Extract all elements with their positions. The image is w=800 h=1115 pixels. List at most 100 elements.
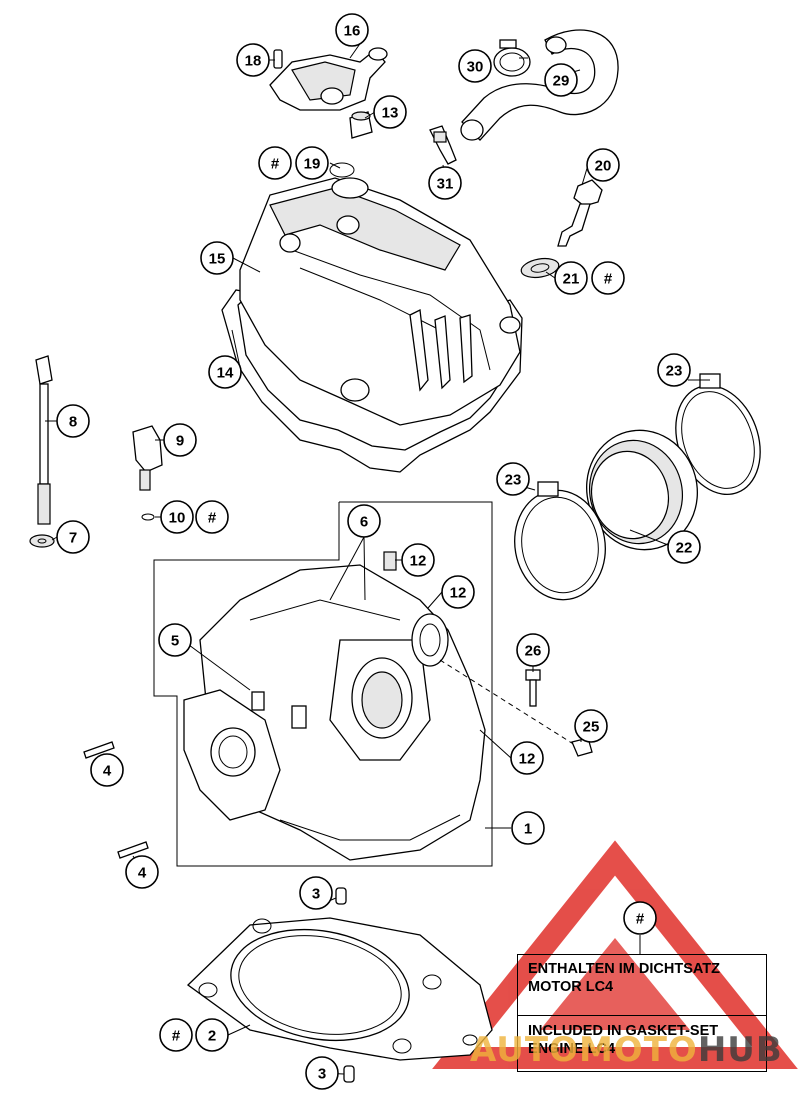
callout-4-upper: 4 [90, 753, 124, 787]
svg-text:14: 14 [217, 365, 234, 382]
callout-29: 29 [544, 63, 578, 97]
callout-13: 13 [373, 95, 407, 129]
callout-31: 31 [428, 166, 462, 200]
svg-text:23: 23 [666, 363, 683, 380]
svg-text:9: 9 [176, 433, 184, 450]
svg-text:16: 16 [344, 23, 361, 40]
callout-14: 14 [208, 355, 242, 389]
svg-text:1: 1 [524, 821, 532, 838]
callout-25: 25 [574, 709, 608, 743]
dowel-3-lower [343, 1065, 355, 1083]
watermark-part2: HUB [697, 1030, 783, 1070]
legend-line-en-2: ENGINE LC4 [528, 1041, 616, 1057]
svg-text:22: 22 [676, 540, 693, 557]
dowel-4-upper [83, 741, 115, 759]
clamp-23-lower [514, 481, 606, 601]
svg-text:29: 29 [553, 73, 570, 90]
o-ring-19 [329, 162, 355, 178]
sensor-9 [132, 425, 163, 491]
head-gasket [186, 917, 493, 1061]
callout-3-lower: 3 [305, 1056, 339, 1090]
svg-text:18: 18 [245, 53, 262, 70]
stud-8 [35, 355, 53, 525]
washer-7 [29, 534, 55, 548]
callout-22: 22 [667, 530, 701, 564]
callout-21: 21 [554, 261, 588, 295]
bolt-20 [557, 179, 603, 247]
callout-12-b: 12 [441, 575, 475, 609]
sensor-31 [429, 125, 457, 165]
callout-4-lower: 4 [125, 855, 159, 889]
svg-text:12: 12 [410, 553, 427, 570]
svg-text:3: 3 [318, 1066, 326, 1083]
svg-text:25: 25 [583, 719, 600, 736]
callout-2: 2 [195, 1018, 229, 1052]
svg-text:7: 7 [69, 530, 77, 547]
seal-21 [520, 257, 560, 279]
svg-text:13: 13 [382, 105, 399, 122]
callout-5: 5 [158, 623, 192, 657]
svg-text:#: # [208, 510, 217, 527]
callout-30: 30 [458, 49, 492, 83]
callout-10-hash: # [195, 500, 229, 534]
callout-12-c: 12 [510, 741, 544, 775]
callout-10: 10 [160, 500, 194, 534]
svg-text:15: 15 [209, 251, 226, 268]
legend-line-de-2: MOTOR LC4 [528, 979, 614, 995]
svg-text:2: 2 [208, 1028, 216, 1045]
callout-6: 6 [347, 504, 381, 538]
svg-text:26: 26 [525, 643, 542, 660]
svg-text:#: # [271, 156, 280, 173]
callout-23-lower: 23 [496, 462, 530, 496]
svg-text:10: 10 [169, 510, 186, 527]
thermostat-housing [269, 47, 388, 139]
svg-text:21: 21 [563, 271, 580, 288]
svg-text:6: 6 [360, 514, 368, 531]
svg-text:#: # [172, 1028, 181, 1045]
svg-text:3: 3 [312, 886, 320, 903]
callout-legend-hash: # [623, 901, 657, 935]
legend-line-en-1: INCLUDED IN GASKET-SET [528, 1023, 719, 1039]
callout-3-upper: 3 [299, 876, 333, 910]
callout-23-upper: 23 [657, 353, 691, 387]
svg-text:31: 31 [437, 176, 454, 193]
svg-text:5: 5 [171, 633, 179, 650]
svg-text:12: 12 [519, 751, 536, 768]
svg-text:20: 20 [595, 158, 612, 175]
svg-text:19: 19 [304, 156, 321, 173]
svg-text:23: 23 [505, 472, 522, 489]
callout-16: 16 [335, 13, 369, 47]
watermark-logo [432, 840, 798, 1069]
legend-line-de-1: ENTHALTEN IM DICHTSATZ [528, 961, 720, 977]
callout-12-a: 12 [401, 543, 435, 577]
callout-1: 1 [511, 811, 545, 845]
callout-18: 18 [236, 43, 270, 77]
svg-text:12: 12 [450, 585, 467, 602]
callout-8: 8 [56, 404, 90, 438]
callout-26: 26 [516, 633, 550, 667]
dowel-4-lower [117, 841, 149, 859]
svg-text:30: 30 [467, 59, 484, 76]
callout-15: 15 [200, 241, 234, 275]
callout-2-hash: # [159, 1018, 193, 1052]
watermark-part1: AUTOMOTO [470, 1030, 698, 1070]
intake-boot-22 [586, 429, 698, 551]
callout-20: 20 [586, 148, 620, 182]
svg-text:8: 8 [69, 414, 77, 431]
callout-19: 19 [295, 146, 329, 180]
dowel-3-upper [335, 887, 347, 905]
callout-21-hash: # [591, 261, 625, 295]
callout-9: 9 [163, 423, 197, 457]
callout-19-hash: # [258, 146, 292, 180]
cylinder-head [183, 551, 486, 861]
watermark-text: AUTOMOTOHUB [470, 1030, 783, 1070]
svg-text:4: 4 [103, 763, 112, 780]
legend-box: ENTHALTEN IM DICHTSATZ MOTOR LC4 INCLUDE… [517, 954, 767, 1072]
bolt-26 [525, 669, 541, 707]
legend-divider [518, 1015, 766, 1016]
svg-text:#: # [604, 271, 613, 288]
valve-cover [221, 177, 523, 473]
o-ring-10 [141, 513, 155, 521]
clamp-23-upper [675, 373, 761, 496]
